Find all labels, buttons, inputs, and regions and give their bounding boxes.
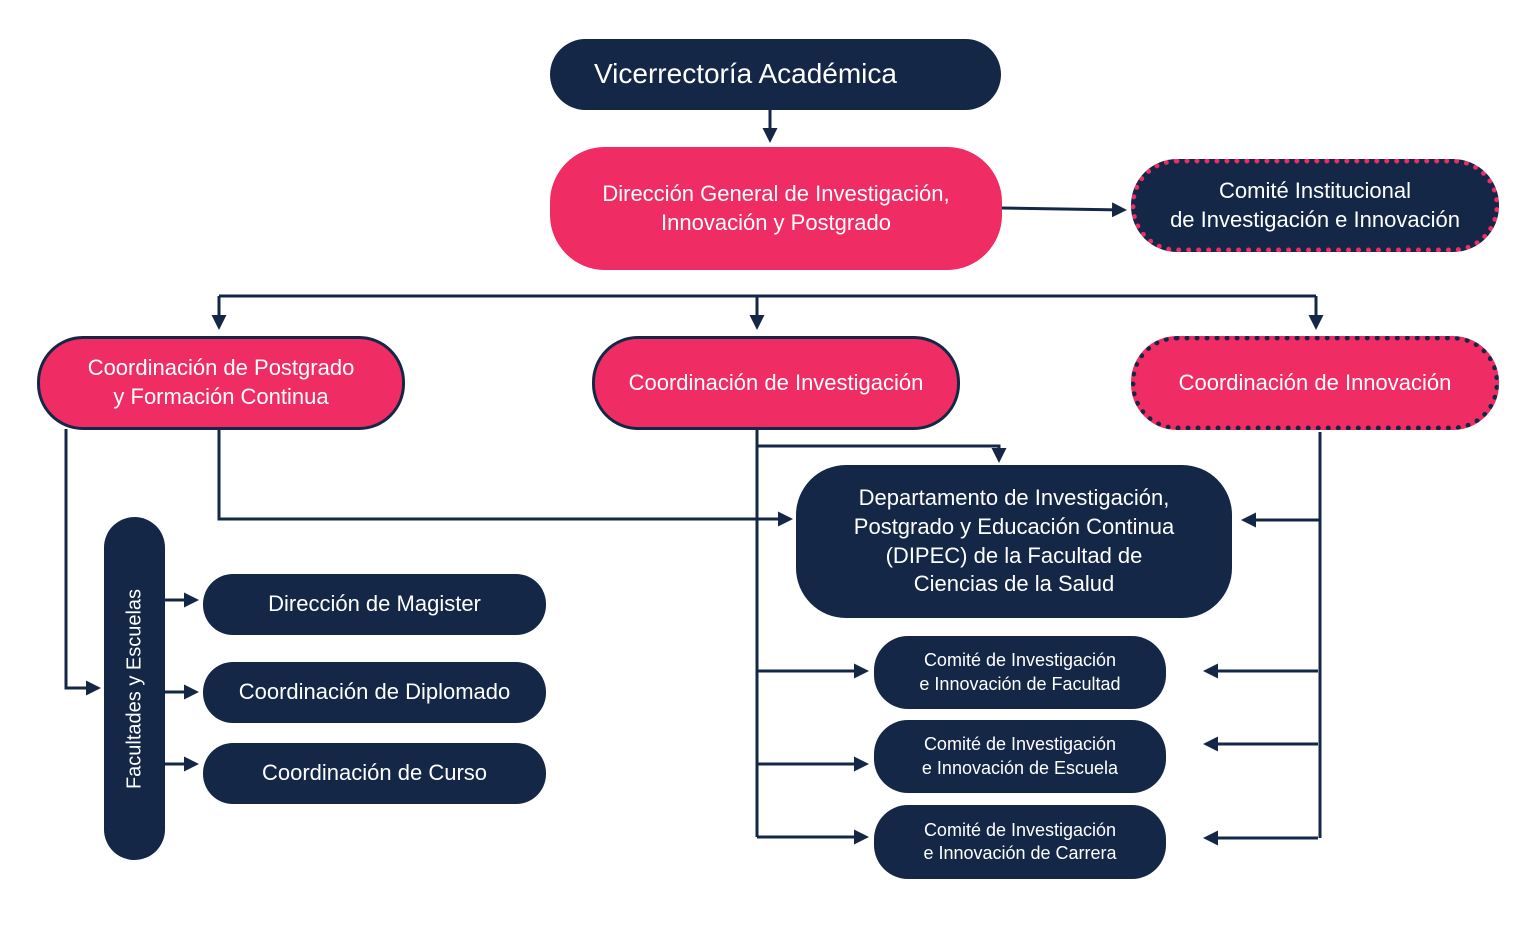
node-coord-postgrado-label: Coordinación de Postgrado y Formación Co…: [87, 355, 355, 409]
node-dipec: Departamento de Investigación, Postgrado…: [796, 465, 1232, 618]
node-coord-curso: Coordinación de Curso: [203, 743, 546, 804]
node-comite-facultad-label: Comité de Investigación e Innovación de …: [919, 650, 1121, 694]
node-coord-investigacion: Coordinación de Investigación: [592, 336, 960, 430]
node-coord-innovacion: Coordinación de Innovación: [1131, 336, 1499, 430]
node-coord-diplomado: Coordinación de Diplomado: [203, 662, 546, 723]
node-comite-institucional-label: Comité Institucional de Investigación e …: [1170, 177, 1460, 232]
node-comite-escuela-label: Comité de Investigación e Innovación de …: [921, 734, 1119, 778]
node-direccion-general-label: Dirección General de Investigación, Inno…: [602, 180, 950, 235]
wire-postgrado-dipec: [217, 429, 793, 527]
node-direccion-magister-label: Dirección de Magister: [268, 591, 481, 617]
node-facultades-escuelas-label: Facultades y Escuelas: [123, 588, 145, 789]
wire-direccion-comite: [1001, 202, 1127, 218]
node-coord-investigacion-label: Coordinación de Investigación: [628, 369, 924, 395]
node-comite-carrera-label: Comité de Investigación e Innovación de …: [923, 819, 1117, 863]
node-coord-diplomado-label: Coordinación de Diplomado: [238, 679, 511, 705]
node-vicerrectoria: Vicerrectoría Académica: [550, 39, 1001, 110]
node-direccion-magister: Dirección de Magister: [203, 574, 546, 635]
wire-postgrado-facultades: [64, 429, 101, 696]
node-coord-postgrado: Coordinación de Postgrado y Formación Co…: [37, 336, 405, 430]
node-coord-innovacion-label: Coordinación de Innovación: [1178, 369, 1452, 395]
node-facultades-escuelas: Facultades y Escuelas: [104, 517, 165, 860]
node-dipec-label: Departamento de Investigación, Postgrado…: [853, 485, 1175, 597]
node-comite-facultad: Comité de Investigación e Innovación de …: [874, 636, 1166, 709]
node-comite-escuela: Comité de Investigación e Innovación de …: [874, 720, 1166, 793]
node-comite-carrera: Comité de Investigación e Innovación de …: [874, 805, 1166, 879]
node-comite-institucional: Comité Institucional de Investigación e …: [1131, 159, 1499, 252]
node-coord-curso-label: Coordinación de Curso: [261, 760, 488, 786]
node-direccion-general: Dirección General de Investigación, Inno…: [550, 147, 1002, 270]
node-vicerrectoria-label: Vicerrectoría Académica: [594, 58, 897, 90]
wire-investigacion-dipec: [757, 444, 1007, 463]
